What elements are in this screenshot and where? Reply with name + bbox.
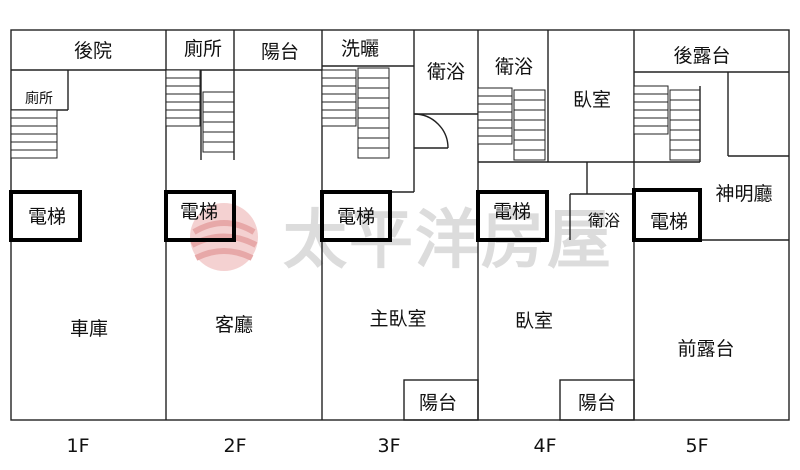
room-elevator-label-2f: 電梯 [180,201,218,223]
floor-3f: 洗曬 衛浴 電梯 主臥室 陽台 [320,30,479,421]
stairs-2f [165,69,235,160]
room-garage-1f: 車庫 [70,318,108,340]
room-living-room-2f: 客廳 [215,314,253,336]
room-balcony-2f: 陽台 [261,41,299,63]
room-balcony-3f: 陽台 [419,392,457,414]
room-bedroom-top-4f: 臥室 [573,89,611,111]
room-elevator-label-4f: 電梯 [493,201,531,223]
elevator-4f [476,190,549,242]
room-bathroom-3f: 衛浴 [427,61,465,83]
room-bathroom-top-4f: 衛浴 [495,56,533,78]
elevator-1f [9,190,82,242]
watermark: 太平洋房屋 [190,203,611,278]
elevator-3f [320,190,392,242]
floor-label-1f: 1F [66,435,89,457]
floor-label-5f: 5F [685,435,708,457]
room-elevator-label-1f: 電梯 [28,206,66,228]
room-rear-terrace-5f: 後露台 [673,45,730,67]
room-toilet-1f: 廁所 [25,90,53,107]
room-bathroom-small-4f: 衛浴 [588,211,620,230]
floor-label-3f: 3F [377,435,400,457]
floor-2f: 廁所 陽台 電梯 客廳 [164,30,322,336]
floor-label-2f: 2F [223,435,246,457]
floor-5f: 後露台 神明廳 電梯 前露台 [632,45,789,360]
room-balcony-4f: 陽台 [578,392,616,414]
floor-4f: 衛浴 臥室 電梯 衛浴 臥室 陽台 [476,30,635,421]
room-shrine-hall-5f: 神明廳 [715,183,772,205]
room-elevator-label-3f: 電梯 [337,206,375,228]
room-master-bedroom-3f: 主臥室 [369,308,426,330]
stairs-3f [321,65,414,159]
room-laundry-3f: 洗曬 [341,38,379,60]
door-swing-3f [413,113,449,149]
elevator-5f [632,188,702,242]
watermark-logo [190,203,258,271]
floor-label-4f: 4F [533,435,556,457]
room-toilet-2f: 廁所 [184,37,222,60]
room-bedroom-4f: 臥室 [515,310,553,332]
stairs-5f [633,85,701,163]
room-back-yard-1f: 後院 [74,40,112,62]
stairs-1f [10,109,58,159]
room-elevator-label-5f: 電梯 [650,211,688,233]
floor-1f: 後院 廁所 電梯 車庫 [9,40,166,340]
room-front-terrace-5f: 前露台 [677,338,734,360]
stairs-4f [477,87,546,161]
elevator-2f [164,190,236,242]
